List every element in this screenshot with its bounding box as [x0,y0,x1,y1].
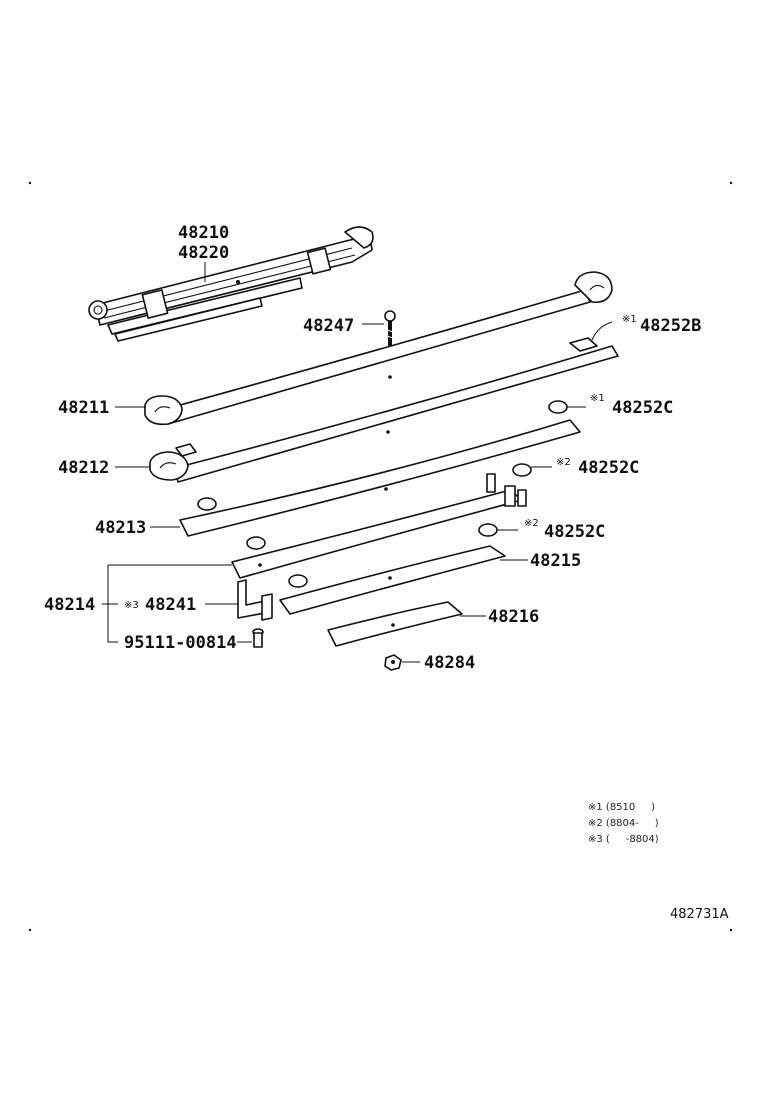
pad-48252B [569,321,613,352]
third-leaf [150,419,581,537]
marker-2b: ※2 [524,518,539,529]
rivet [237,628,264,648]
marker-2a: ※2 [556,457,571,468]
label-48252C-1: 48252C [612,398,673,418]
fourth-leaf [231,473,527,579]
main-leaf [115,271,613,426]
marker-1a: ※1 [622,314,637,325]
label-48210: 48210 [178,223,229,243]
pad-upper-leaf [197,497,308,588]
label-48215: 48215 [530,551,581,571]
registration-marks [28,181,733,932]
label-48211: 48211 [58,398,109,418]
assembly-bracket [102,564,232,643]
nut [384,654,420,671]
leaf-spring-assembly [88,226,374,342]
fifth-leaf [279,545,528,615]
note-1: ※1 (8510 ) [588,802,655,813]
label-48220: 48220 [178,243,229,263]
pad-48252C-1 [548,400,586,414]
label-48252B: 48252B [640,316,701,336]
figure-code: 482731A [670,907,729,922]
label-48214: 48214 [44,595,95,615]
marker-3: ※3 [124,600,139,611]
label-48241: 48241 [145,595,196,615]
pad-48252C-3 [478,523,518,537]
label-95111-00814: 95111-00814 [124,633,237,653]
marker-1b: ※1 [590,393,605,404]
note-2: ※2 (8804- ) [588,818,659,829]
label-48284: 48284 [424,653,475,673]
label-48213: 48213 [95,518,146,538]
label-48252C-2: 48252C [578,458,639,478]
label-48216: 48216 [488,607,539,627]
sixth-leaf [327,601,486,647]
center-bolt [362,310,396,348]
label-48247: 48247 [303,316,354,336]
pad-48252C-2 [512,463,552,477]
label-48252C-3: 48252C [544,522,605,542]
leaf-clip [205,579,273,621]
second-leaf [115,345,619,483]
note-3: ※3 ( -8804) [588,834,659,845]
label-48212: 48212 [58,458,109,478]
